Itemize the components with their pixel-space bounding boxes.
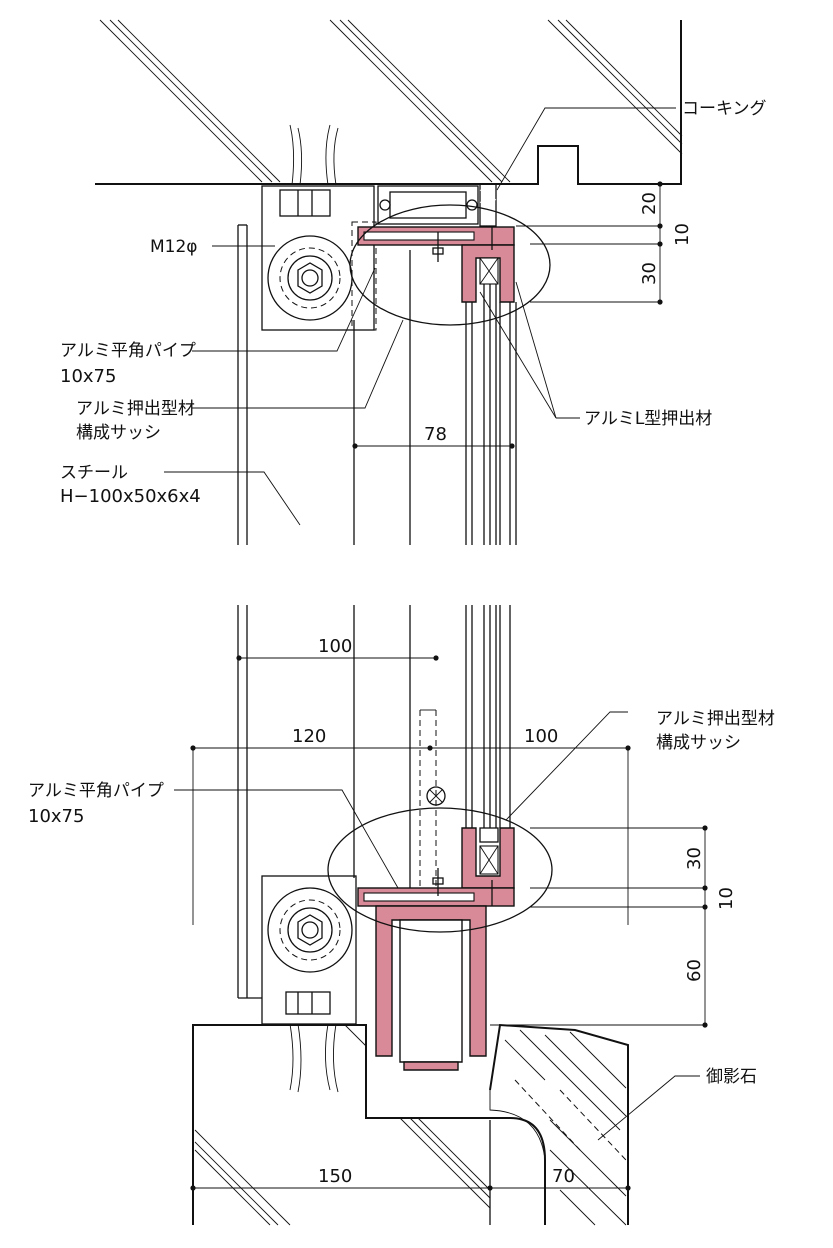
label-caulking: コーキング: [682, 99, 767, 119]
label-steel: スチール: [60, 463, 128, 483]
dim-top-20: 20: [639, 192, 660, 215]
label-alu-extrusion-top-sub: 構成サッシ: [76, 423, 161, 443]
top-detail: 20 10 30 78 コーキング M12φ アルミ平角パイプ 10x75 アル…: [60, 19, 767, 545]
steel-h-column: [237, 224, 411, 545]
label-alu-extrusion-bottom: アルミ押出型材: [656, 709, 775, 729]
dim-bottom-30: 30: [684, 847, 705, 870]
dim-bottom-100-right: 100: [524, 726, 558, 747]
label-alu-flat-pipe-bottom-size: 10x75: [28, 806, 84, 827]
floor-outline: [192, 1024, 546, 1225]
label-alu-extrusion-bottom-sub: 構成サッシ: [656, 733, 741, 753]
dim-bottom-150: 150: [318, 1166, 352, 1187]
label-alu-flat-pipe-bottom: アルミ平角パイプ: [28, 781, 164, 801]
label-alu-flat-pipe-top-size: 10x75: [60, 366, 116, 387]
dim-bottom-70: 70: [552, 1166, 575, 1187]
granite-stone: [489, 1023, 629, 1226]
label-steel-size: H−100x50x6x4: [60, 486, 201, 507]
ceiling-hatch: [99, 19, 683, 183]
alu-l-bottom-shape: [357, 827, 515, 1071]
dim-bottom-60: 60: [684, 959, 705, 982]
label-alu-l-extrusion: アルミL型押出材: [584, 409, 712, 429]
dim-top-10: 10: [672, 223, 693, 246]
label-bolt: M12φ: [150, 237, 198, 257]
alu-flat-pipe-top-shape: [357, 226, 515, 303]
ceiling-outline: [95, 20, 682, 185]
bolt-bottom: [267, 887, 353, 973]
dim-top-30: 30: [639, 262, 660, 285]
dim-top-78: 78: [424, 424, 447, 445]
dim-bottom-10: 10: [716, 887, 737, 910]
label-alu-flat-pipe-top: アルミ平角パイプ: [60, 341, 196, 361]
bottom-detail: 100 120 100 30 10 60 150 70 アルミ押出型材 構成サッ: [28, 605, 775, 1226]
dim-bottom-100-left: 100: [318, 636, 352, 657]
label-granite: 御影石: [706, 1067, 757, 1087]
dim-bottom-120: 120: [292, 726, 326, 747]
bolt-m12: [267, 235, 353, 321]
label-alu-extrusion-top: アルミ押出型材: [76, 399, 195, 419]
